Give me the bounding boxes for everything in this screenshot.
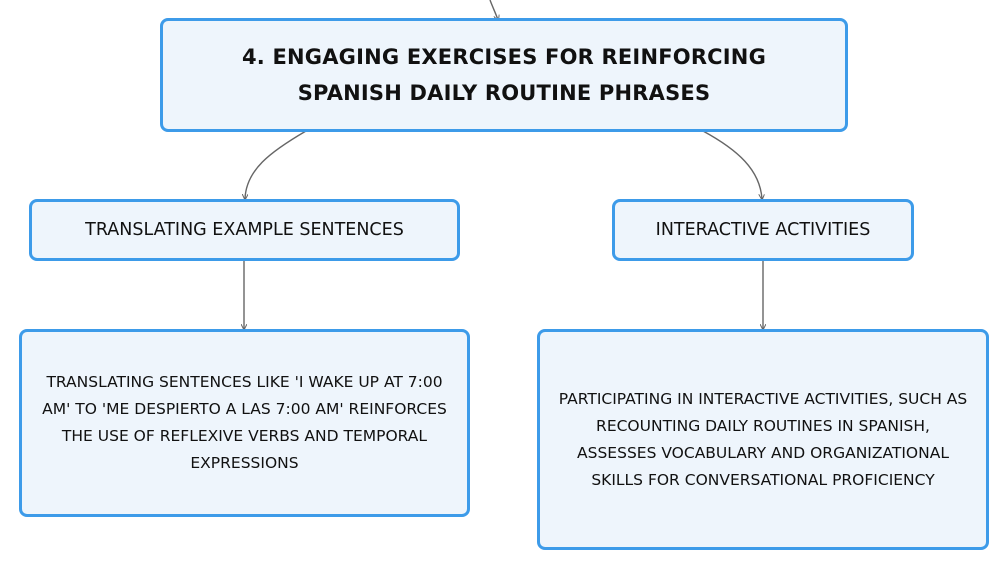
detail-node-interactive-activities[interactable]: PARTICIPATING IN INTERACTIVE ACTIVITIES,… [537,329,989,550]
branch-node-interactive-activities[interactable]: INTERACTIVE ACTIVITIES [612,199,914,261]
connector-from-parent [489,0,498,20]
root-topic-node[interactable]: 4. ENGAGING EXERCISES FOR REINFORCING SP… [160,18,848,132]
connector-root-to-left-branch [245,130,307,199]
branch-label: INTERACTIVE ACTIVITIES [655,220,871,240]
detail-text: PARTICIPATING IN INTERACTIVE ACTIVITIES,… [558,389,968,489]
root-topic-title: 4. ENGAGING EXERCISES FOR REINFORCING SP… [241,45,767,105]
branch-label: TRANSLATING EXAMPLE SENTENCES [85,220,404,240]
connector-root-to-right-branch [702,130,762,199]
detail-text: TRANSLATING SENTENCES LIKE 'I WAKE UP AT… [42,373,447,472]
branch-node-translating-example-sentences[interactable]: TRANSLATING EXAMPLE SENTENCES [29,199,460,261]
detail-node-translating-sentences[interactable]: TRANSLATING SENTENCES LIKE 'I WAKE UP AT… [19,329,470,517]
